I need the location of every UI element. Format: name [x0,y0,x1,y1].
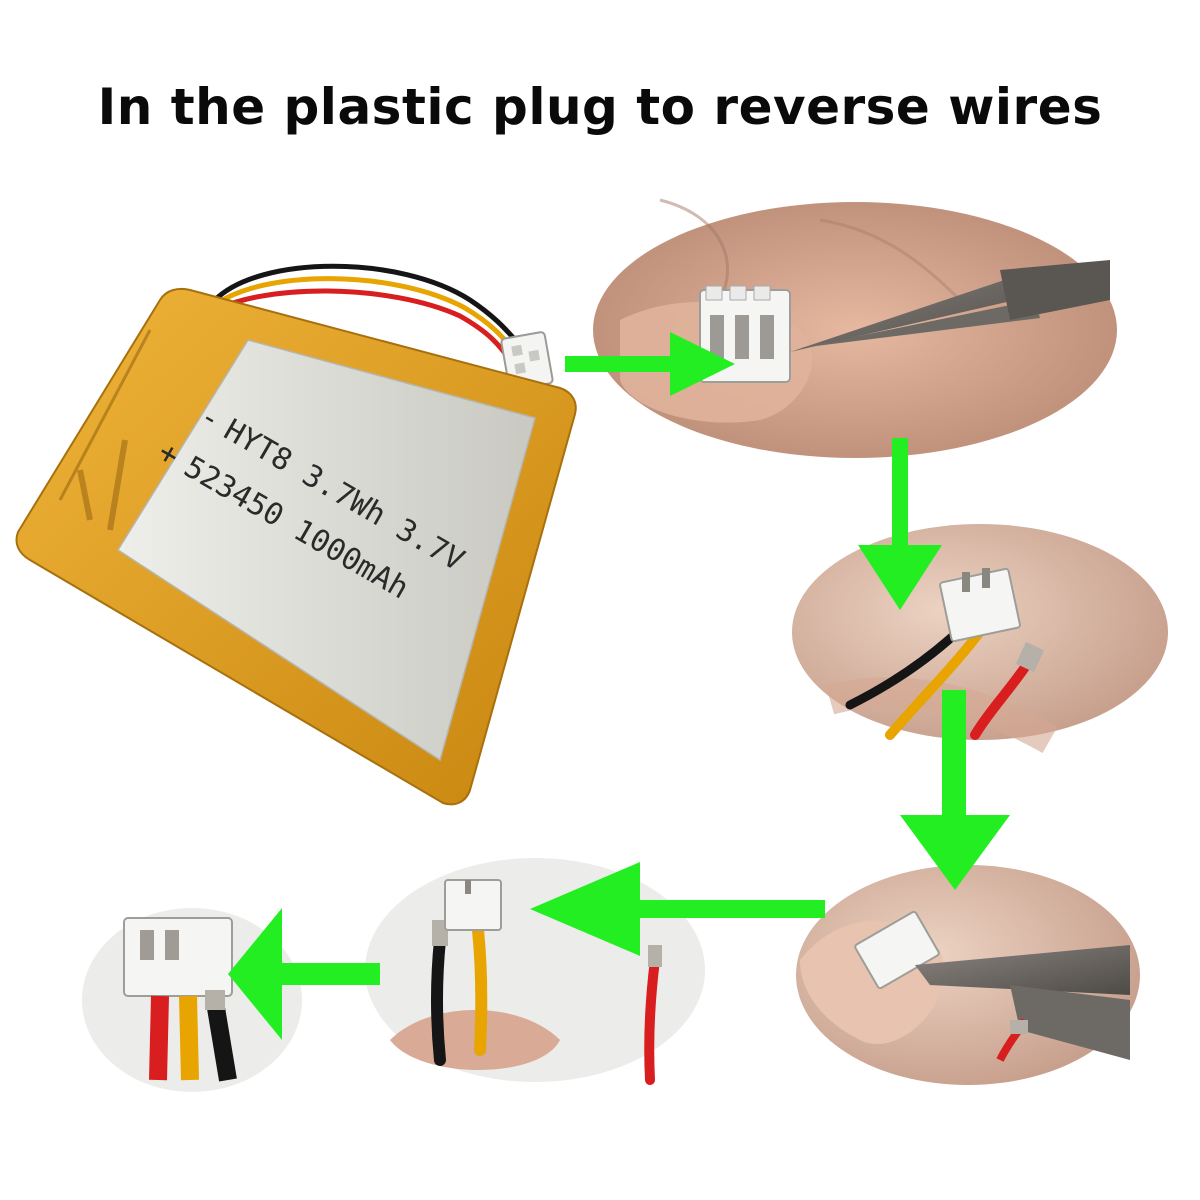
page-title: In the plastic plug to reverse wires [97,78,1103,136]
arrow-down-icon [858,438,942,610]
battery-wires [205,263,523,363]
battery-pack: - HYT8 3.7Wh 3.7V + 523450 1000mAh [15,263,577,806]
step-3-photo [796,865,1140,1085]
step-2-photo [792,524,1168,754]
step-1-photo [593,198,1117,458]
arrow-right-icon [565,332,735,396]
battery-label [116,339,536,762]
arrow-left-icon [228,908,380,1040]
arrow-left-icon [530,862,825,956]
step-4-photo [365,858,705,1085]
flow-arrows [228,332,1010,1040]
arrow-down-icon [900,690,1010,890]
